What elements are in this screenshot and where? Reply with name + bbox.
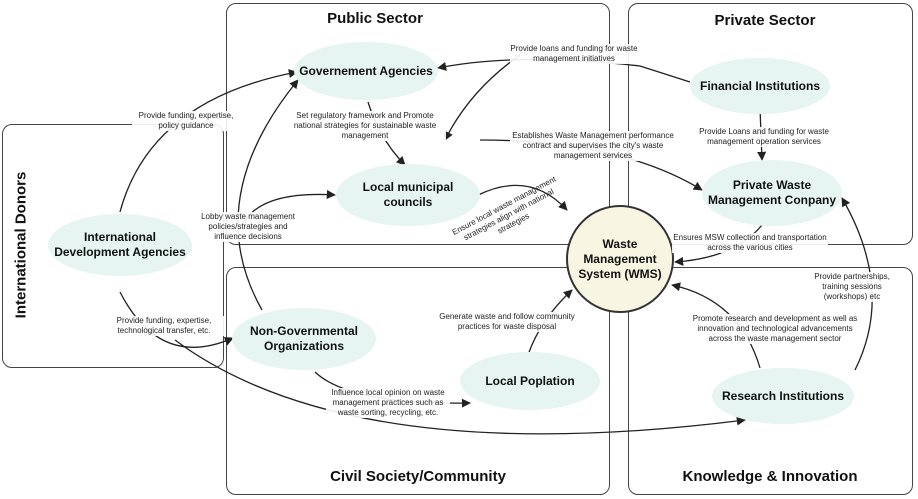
civil-society-box: [226, 267, 610, 495]
donors-box: [2, 124, 224, 368]
label-research-dev: Promote research and development as well…: [690, 314, 860, 344]
arrow-councils-to-wms: [477, 184, 568, 211]
label-msw: Ensures MSW collection and transportatio…: [672, 233, 828, 253]
label-lobby: Lobby waste management policies/strategi…: [196, 212, 300, 242]
label-partnerships: Provide partnerships, training sessions …: [808, 272, 896, 302]
arrow-donors-to-ngo: [119, 291, 234, 348]
label-generate: Generate waste and follow community prac…: [432, 312, 582, 332]
node-private-waste-company: Private Waste Management Conpany: [702, 160, 842, 226]
node-local-councils: Local municipal councils: [336, 164, 480, 226]
arrow-loans-to-councils: [444, 54, 521, 141]
civil-society-title: Civil Society/Community: [330, 468, 506, 485]
donors-title-wrap: International Donors: [6, 130, 36, 360]
node-financial-institutions: Financial Institutions: [690, 58, 830, 114]
node-wms: Waste Management System (WMS): [566, 205, 674, 313]
node-international-development: International Development Agencies: [48, 214, 192, 276]
arrow-ngo-to-gov: [237, 79, 299, 311]
label-funding-tech: Provide funding, expertise, technologica…: [104, 316, 224, 336]
arrow-research-to-wms: [671, 282, 761, 369]
label-contract: Establishes Waste Management performance…: [510, 131, 676, 161]
label-influence: Influence local opinion on waste managem…: [326, 388, 450, 418]
node-government-agencies: Governement Agencies: [294, 42, 438, 100]
arrow-donors-to-research: [174, 339, 746, 435]
label-funding-policy: Provide funding, expertise, policy guida…: [132, 111, 240, 131]
arrow-donors-to-gov: [119, 69, 298, 213]
donors-title: International Donors: [12, 171, 30, 319]
private-sector-title: Private Sector: [714, 12, 816, 29]
label-regulatory: Set regulatory framework and Promote nat…: [284, 111, 446, 141]
knowledge-title: Knowledge & Innovation: [682, 468, 858, 485]
public-sector-title: Public Sector: [327, 10, 423, 27]
node-research-institutions: Research Institutions: [712, 368, 854, 424]
node-ngo: Non-Governmental Organizations: [232, 308, 376, 370]
arrow-fin-line: [639, 65, 691, 83]
node-local-population: Local Poplation: [460, 352, 600, 410]
label-loans-operation: Provide Loans and funding for waste mana…: [680, 127, 848, 147]
knowledge-box: [628, 267, 913, 495]
label-loans-funding: Provide loans and funding for waste mana…: [510, 44, 638, 64]
